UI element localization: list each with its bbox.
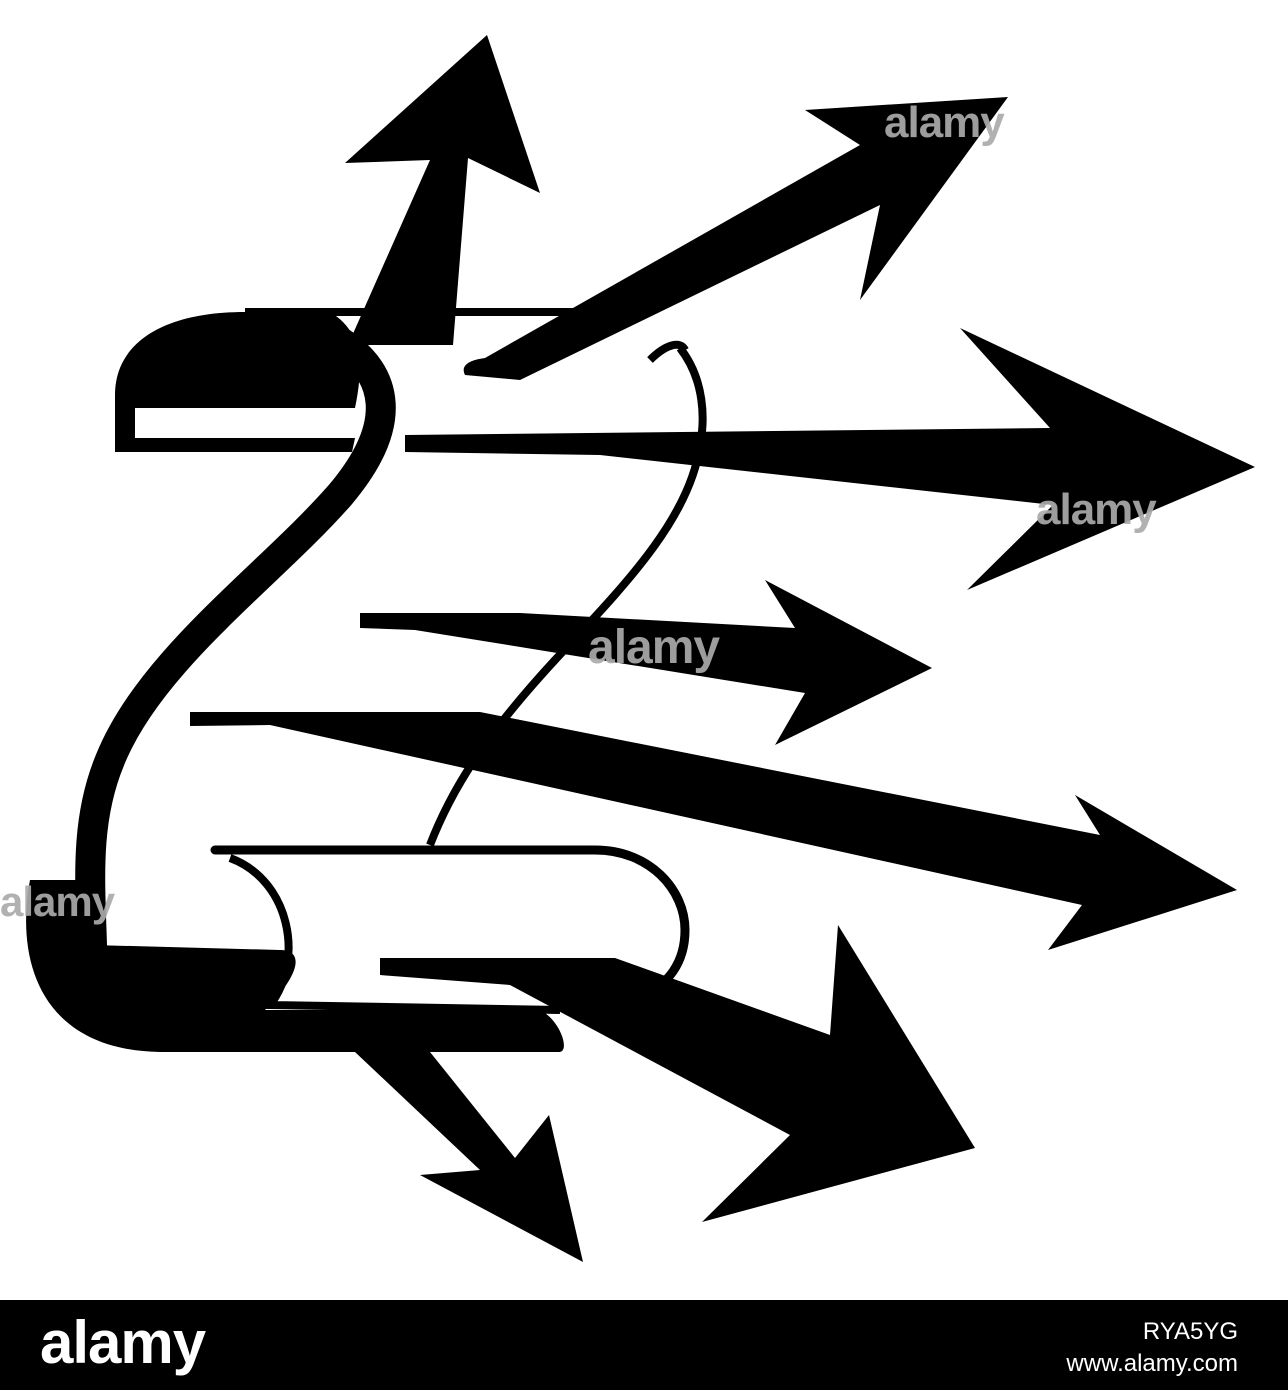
arrow-up-right-icon — [463, 97, 1008, 380]
scroll-top-curl — [115, 312, 360, 452]
scroll-with-arrows-illustration — [26, 35, 1255, 1262]
scroll-left-edge — [75, 315, 396, 960]
arrow-right-long-icon — [405, 328, 1255, 590]
scroll-bottom-lobe — [26, 880, 564, 1052]
arrow-down-right-icon-1 — [355, 1052, 583, 1262]
scroll-top-right-curl — [647, 340, 689, 363]
site-url[interactable]: www.alamy.com — [1066, 1350, 1238, 1377]
scroll-bottom-roll-inner — [228, 854, 561, 1014]
footer-logo[interactable]: alamy — [40, 1309, 206, 1376]
footer-bar: alamy RYA5YG www.alamy.com — [0, 1300, 1288, 1390]
scroll-sheet-interior — [135, 410, 350, 436]
arrow-up-icon — [345, 35, 540, 345]
scroll-icon — [26, 308, 707, 1052]
arrow-right-bottom-icon — [380, 925, 975, 1222]
arrow-right-lower-icon — [190, 712, 1237, 950]
image-id: RYA5YG — [1142, 1318, 1238, 1345]
arrow-right-medium-icon — [360, 580, 932, 745]
arrows — [135, 35, 1255, 1262]
